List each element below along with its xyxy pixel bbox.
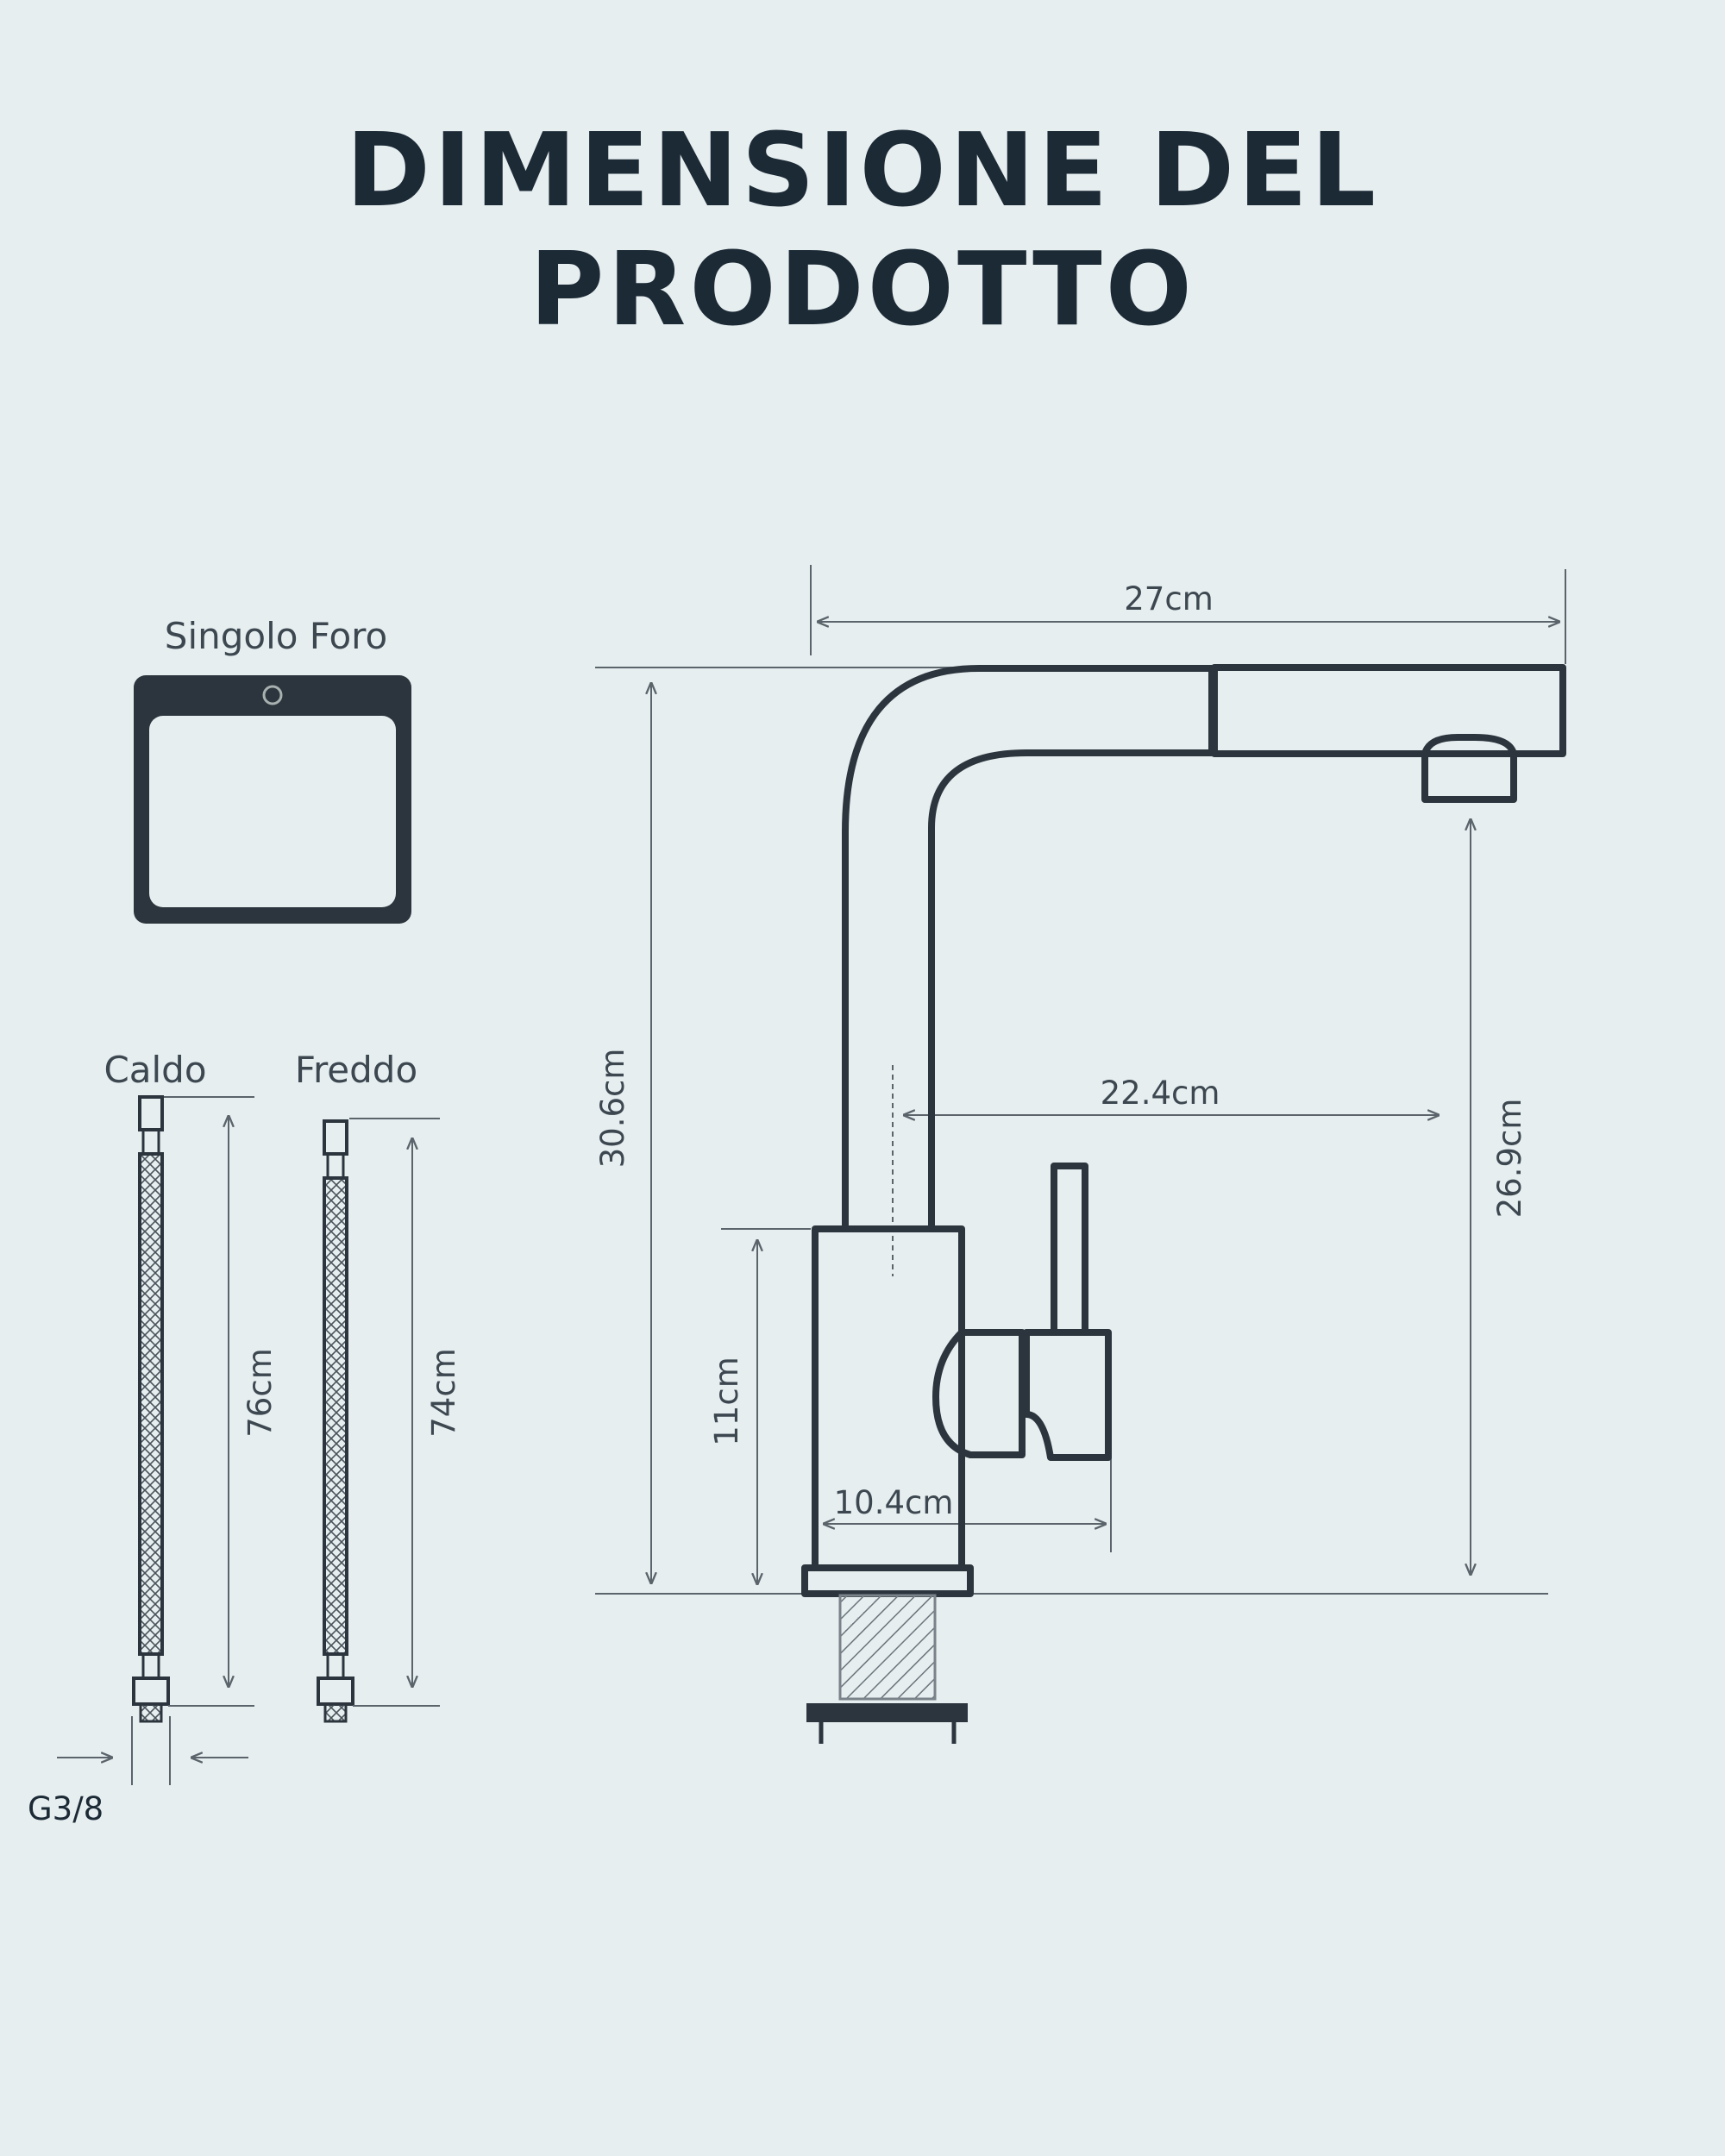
handle-cartridge [1023,1329,1112,1461]
hot-hose [132,1095,170,1723]
dim-body-height: 11cm [708,1357,745,1445]
thread-size-label: G3/8 [28,1790,104,1827]
sink-diagram: Singolo Foro [134,615,411,924]
handle-lever [1051,1163,1088,1336]
dim-spout-reach: 22.4cm [1101,1075,1220,1112]
tap-hole-icon [262,685,283,705]
mounting-shank [838,1594,937,1701]
faucet-base [801,1564,974,1597]
page-title: DIMENSIONE DEL PRODOTTO [345,110,1380,348]
sink-label: Singolo Foro [165,615,387,657]
dim-total-width: 27cm [1124,580,1213,617]
hot-hose-length: 76cm [242,1348,279,1437]
pull-out-head [1211,664,1566,757]
hot-hose-label: Caldo [104,1049,206,1091]
cold-hose [317,1119,354,1723]
hoses-diagram: Caldo Freddo [28,1049,462,1827]
cold-hose-length: 74cm [425,1348,462,1437]
handle-hub [932,1329,1026,1458]
dim-total-height: 30.6cm [594,1049,631,1169]
cold-hose-label: Freddo [295,1049,417,1091]
mounting-plate [806,1703,968,1722]
faucet-diagram: 27cm 30.6cm 22.4cm 26.9cm 11cm 10.4cm [594,565,1566,1744]
sink-basin [149,716,396,907]
aerator [1421,734,1517,803]
faucet-spout [842,665,1215,1229]
dim-base-width: 10.4cm [834,1484,954,1521]
dim-spout-clearance: 26.9cm [1491,1099,1528,1219]
